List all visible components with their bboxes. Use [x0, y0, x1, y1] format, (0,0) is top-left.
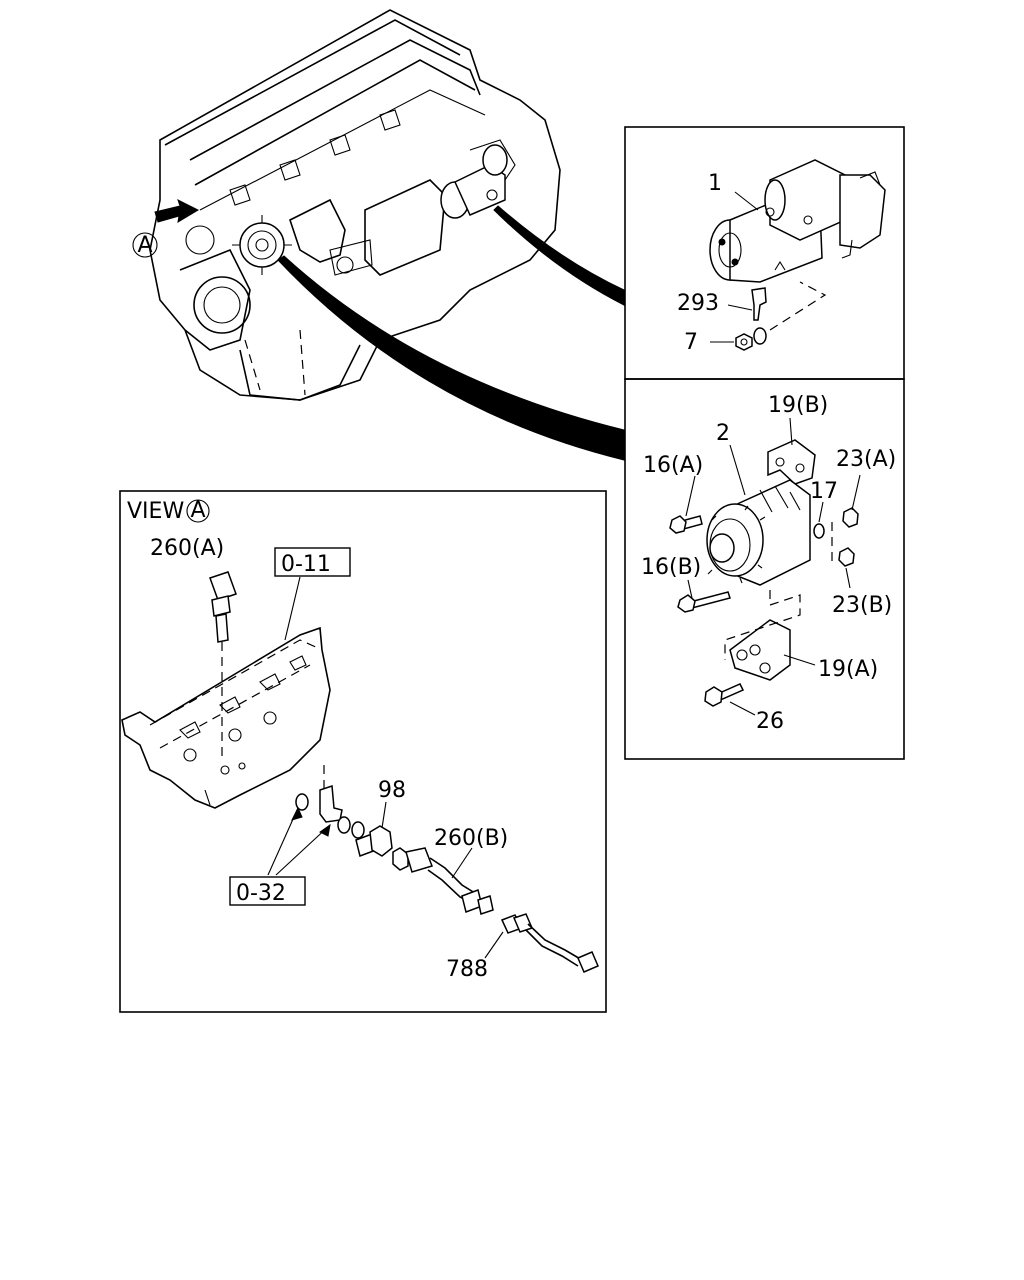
alternator-bracket-lower	[729, 619, 791, 681]
fitting-elbow	[295, 765, 365, 839]
starter-terminal-part	[751, 287, 767, 321]
callout-bracket-upper: 19(B)	[768, 393, 828, 418]
view-a-arrow-label: A	[137, 233, 152, 258]
ref-label-0-32: 0-32	[236, 881, 286, 906]
alternator-bracket-upper	[767, 439, 816, 485]
view-a-arrow: A	[132, 199, 200, 258]
sensor-b	[392, 847, 494, 915]
view-a-title-text: VIEW	[127, 499, 184, 524]
alternator-body	[706, 479, 811, 586]
callout-bolt-upper: 16(A)	[643, 453, 703, 478]
union-bolt	[355, 801, 393, 857]
callout-sensor-a: 260(A)	[150, 536, 224, 561]
view-a-panel: VIEW A	[119, 490, 607, 1013]
cylinder-head	[121, 626, 331, 809]
ref-box-0-11: 0-11	[274, 547, 351, 641]
harness	[484, 913, 599, 973]
engine-overview: A	[132, 9, 561, 401]
callout-bracket-lower: 19(A)	[818, 657, 878, 682]
callout-harness: 788	[446, 957, 488, 982]
callout-bracket-bolt: 26	[756, 709, 784, 734]
callout-starter-nut: 7	[684, 330, 698, 355]
callout-nut-upper: 23(A)	[836, 447, 896, 472]
alternator-nut-lower	[838, 547, 855, 567]
callout-sensor-b: 260(B)	[434, 826, 508, 851]
ref-box-0-32: 0-32	[229, 806, 331, 906]
callout-union-bolt: 98	[378, 778, 406, 803]
starter-detail-panel: 1 293 7	[624, 126, 905, 380]
view-a-title: VIEW A	[127, 498, 210, 524]
starter-nut-part	[735, 327, 767, 351]
starter-motor	[709, 159, 886, 283]
alternator-bolt-lower	[677, 591, 731, 613]
starter-on-engine	[440, 139, 516, 219]
callout-starter-terminal: 293	[677, 291, 719, 316]
alternator-nut-upper	[842, 507, 859, 528]
ref-label-0-11: 0-11	[281, 552, 331, 577]
callout-alternator: 2	[716, 421, 730, 446]
alternator-washer	[813, 523, 825, 539]
callout-starter-motor: 1	[708, 171, 722, 196]
bracket-bolt	[704, 683, 745, 707]
sensor-a	[209, 571, 237, 760]
callout-bolt-lower: 16(B)	[641, 555, 701, 580]
alternator-detail-panel: 19(B) 2 16(A) 23(A) 17 16(B) 23(B) 19(A)…	[624, 378, 905, 760]
alternator-on-engine	[232, 215, 292, 275]
leader-bands	[277, 205, 625, 461]
view-a-title-circle: A	[190, 498, 205, 523]
callout-washer: 17	[810, 479, 838, 504]
callout-nut-lower: 23(B)	[832, 593, 892, 618]
alternator-bolt-upper	[669, 515, 703, 534]
